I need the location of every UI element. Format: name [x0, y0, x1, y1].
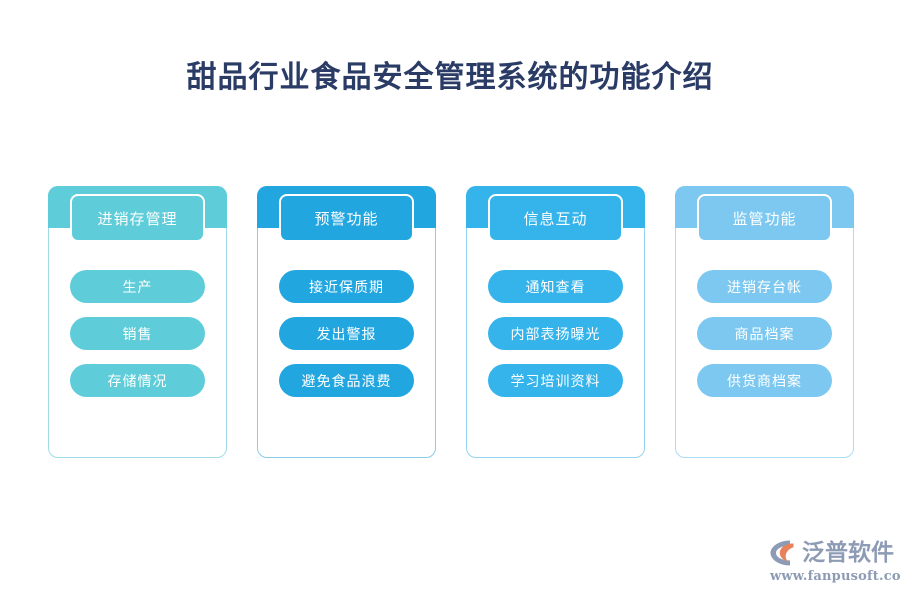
card-item[interactable]: 接近保质期	[279, 270, 414, 303]
feature-cards: 进销存管理 生产 销售 存储情况 预警功能 接近保质期 发出警报 避免食品浪费 …	[48, 186, 854, 458]
card-item-list: 接近保质期 发出警报 避免食品浪费	[279, 270, 414, 397]
card-item[interactable]: 存储情况	[70, 364, 205, 397]
card-item[interactable]: 内部表扬曝光	[488, 317, 623, 350]
card-item-list: 进销存台帐 商品档案 供货商档案	[697, 270, 832, 397]
logo-url: www.fanpusoft.com	[770, 569, 900, 584]
card-header[interactable]: 监管功能	[697, 194, 832, 242]
card-item-list: 通知查看 内部表扬曝光 学习培训资料	[488, 270, 623, 397]
card-item[interactable]: 商品档案	[697, 317, 832, 350]
card-item[interactable]: 避免食品浪费	[279, 364, 414, 397]
card-item[interactable]: 销售	[70, 317, 205, 350]
card-header[interactable]: 进销存管理	[70, 194, 205, 242]
feature-card[interactable]: 信息互动 通知查看 内部表扬曝光 学习培训资料	[466, 186, 645, 458]
company-logo: 泛普软件 www.fanpusoft.com	[768, 538, 900, 586]
card-item[interactable]: 学习培训资料	[488, 364, 623, 397]
feature-card[interactable]: 进销存管理 生产 销售 存储情况	[48, 186, 227, 458]
card-item[interactable]: 进销存台帐	[697, 270, 832, 303]
card-item[interactable]: 发出警报	[279, 317, 414, 350]
card-header[interactable]: 信息互动	[488, 194, 623, 242]
feature-card[interactable]: 监管功能 进销存台帐 商品档案 供货商档案	[675, 186, 854, 458]
logo-main: 泛普软件	[768, 538, 894, 568]
page-title: 甜品行业食品安全管理系统的功能介绍	[186, 60, 714, 95]
card-item-list: 生产 销售 存储情况	[70, 270, 205, 397]
card-header[interactable]: 预警功能	[279, 194, 414, 242]
logo-wordmark: 泛普软件	[802, 540, 894, 566]
feature-card[interactable]: 预警功能 接近保质期 发出警报 避免食品浪费	[257, 186, 436, 458]
card-item[interactable]: 供货商档案	[697, 364, 832, 397]
card-item[interactable]: 通知查看	[488, 270, 623, 303]
fanpu-logo-icon	[768, 538, 798, 568]
card-item[interactable]: 生产	[70, 270, 205, 303]
